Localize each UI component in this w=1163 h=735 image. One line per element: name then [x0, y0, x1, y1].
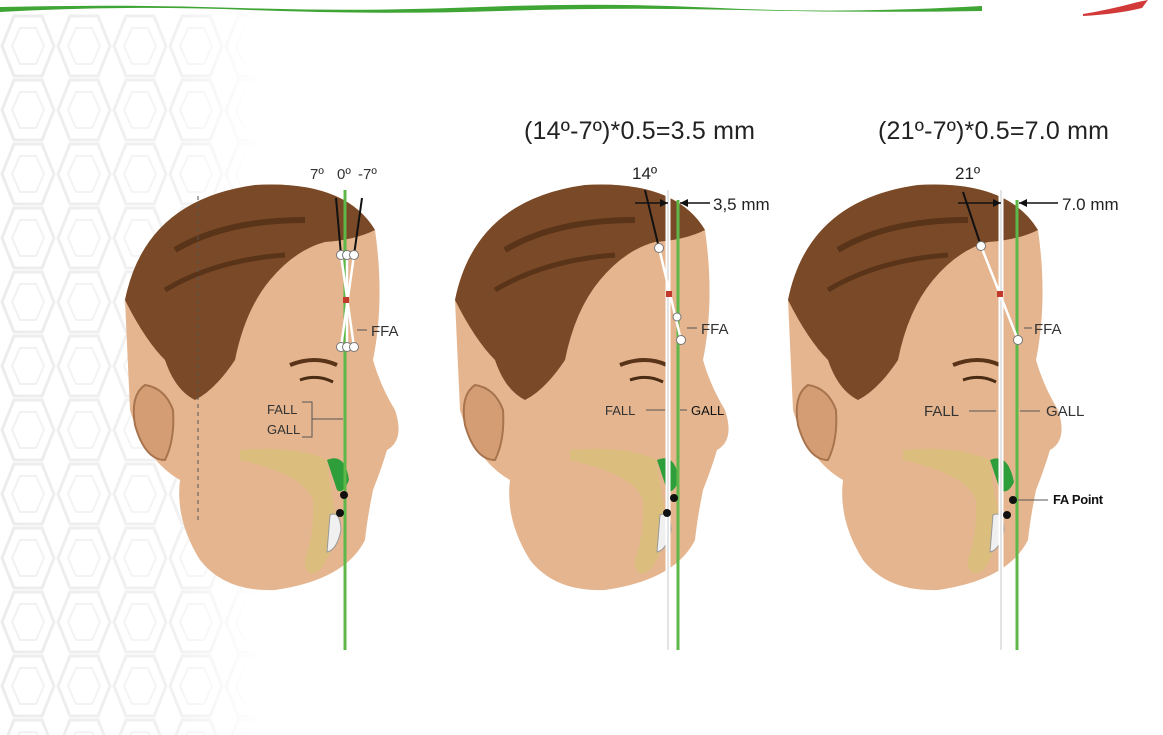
angle-label-14: 14º — [632, 164, 657, 184]
ffa-label: FFA — [701, 321, 729, 338]
fall-label: FALL — [605, 403, 635, 418]
head-profile-right: 21º 7.0 mm FFA FALL GALL FA Point — [768, 160, 1098, 660]
ffa-label: FFA — [371, 323, 399, 340]
fa-point-label: FA Point — [1053, 492, 1103, 507]
fall-label: FALL — [267, 402, 297, 417]
corner-brand-mark — [1078, 0, 1163, 16]
gall-label: GALL — [1046, 403, 1084, 420]
top-decorative-rule — [0, 3, 982, 13]
angle-label-21: 21º — [955, 164, 980, 184]
formula-right: (21º-7º)*0.5=7.0 mm — [878, 117, 1109, 146]
offset-label-3-5mm: 3,5 mm — [713, 195, 770, 215]
ffa-label: FFA — [1034, 321, 1062, 338]
offset-label-7mm: 7.0 mm — [1062, 195, 1119, 215]
angle-label-neg7: -7º — [358, 166, 377, 183]
head-profile-left: 7º 0º -7º FFA FALL GALL — [105, 160, 435, 660]
head-profile-middle: 14º 3,5 mm FFA FALL GALL — [435, 160, 765, 660]
angle-label-0: 0º — [337, 166, 351, 183]
gall-label: GALL — [691, 403, 724, 418]
gall-label: GALL — [267, 422, 300, 437]
fall-label: FALL — [924, 403, 959, 420]
angle-label-7: 7º — [310, 166, 324, 183]
formula-middle: (14º-7º)*0.5=3.5 mm — [524, 117, 755, 146]
